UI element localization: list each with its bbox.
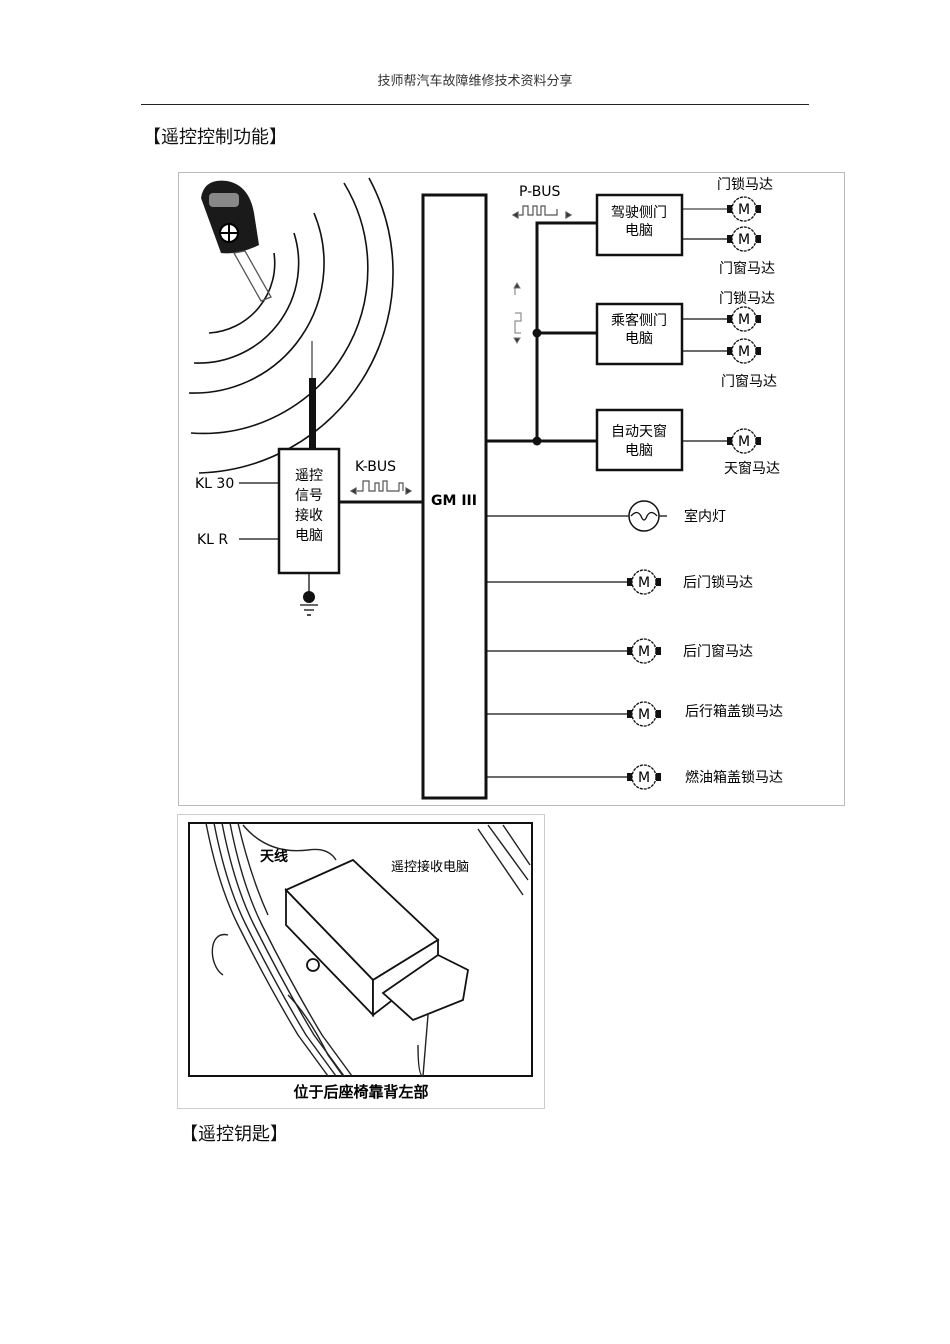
passenger-door-module-line: 乘客侧门 bbox=[611, 312, 667, 329]
receiver-module-line: 信号 bbox=[295, 488, 323, 504]
photo-caption: 位于后座椅靠背左部 bbox=[293, 1083, 428, 1101]
motor-icon: M bbox=[727, 196, 761, 222]
remote-key-icon bbox=[188, 177, 394, 474]
driver-door-module-box bbox=[595, 193, 684, 257]
sunroof-module-box bbox=[595, 408, 684, 472]
motor-icon: M bbox=[627, 569, 661, 595]
interior-lamp-label: 室内灯 bbox=[684, 508, 726, 525]
section-title-remote-key: 【遥控钥匙】 bbox=[180, 1124, 288, 1145]
rear-door-lock-motor-label: 后门锁马达 bbox=[683, 575, 753, 591]
antenna-label: 天线 bbox=[260, 848, 288, 865]
header-divider bbox=[141, 104, 809, 105]
remote-control-wiring-diagram: 遥控 信号 接收 电脑 KL 30 KL R K-BUS GM III P-BU… bbox=[178, 172, 845, 806]
p-bus-vertical-signal-icon bbox=[513, 282, 522, 344]
svg-text:M: M bbox=[638, 575, 650, 591]
motor-icon: M bbox=[627, 701, 661, 727]
motor-icon: M bbox=[727, 306, 761, 332]
svg-text:M: M bbox=[638, 707, 650, 723]
sunroof-module-line: 电脑 bbox=[625, 443, 653, 459]
receiver-module-line: 遥控 bbox=[295, 468, 323, 484]
svg-text:M: M bbox=[738, 344, 750, 360]
motor-icon: M bbox=[727, 338, 761, 364]
page-header: 技师帮汽车故障维修技术资料分享 bbox=[377, 74, 573, 89]
receiver-module-drawing bbox=[284, 858, 469, 1022]
svg-text:M: M bbox=[738, 434, 750, 450]
receiver-module-line: 接收 bbox=[295, 507, 323, 524]
motor-icon: M bbox=[727, 428, 761, 454]
motor-icon: M bbox=[627, 638, 661, 664]
passenger-door-module-box bbox=[595, 302, 684, 366]
door-lock-motor-label: 门锁马达 bbox=[719, 291, 775, 307]
door-lock-motor-label: 门锁马达 bbox=[717, 177, 773, 193]
sunroof-motor-label: 天窗马达 bbox=[724, 460, 780, 477]
gm3-label: GM III bbox=[431, 493, 477, 509]
klr-label: KL R bbox=[197, 532, 228, 548]
svg-text:M: M bbox=[638, 770, 650, 786]
svg-text:M: M bbox=[738, 202, 750, 218]
svg-text:M: M bbox=[638, 644, 650, 660]
rear-window-motor-label: 后门窗马达 bbox=[683, 643, 753, 660]
svg-text:M: M bbox=[738, 232, 750, 248]
window-motor-label: 门窗马达 bbox=[719, 260, 775, 277]
section-title-remote-control-function: 【遥控控制功能】 bbox=[143, 127, 287, 148]
driver-door-module-line: 电脑 bbox=[625, 223, 653, 239]
receiver-module-label: 遥控接收电脑 bbox=[391, 859, 469, 875]
svg-text:M: M bbox=[738, 312, 750, 328]
trunk-lock-motor-label: 后行箱盖锁马达 bbox=[685, 704, 783, 720]
p-bus-label: P-BUS bbox=[519, 184, 561, 200]
gm3-module-box bbox=[421, 193, 488, 800]
k-bus-signal-icon bbox=[349, 480, 413, 496]
kl30-label: KL 30 bbox=[195, 476, 234, 492]
receiver-module-line: 电脑 bbox=[295, 528, 323, 544]
sunroof-module-line: 自动天窗 bbox=[611, 423, 667, 440]
window-motor-label: 门窗马达 bbox=[721, 373, 777, 390]
passenger-door-module-line: 电脑 bbox=[625, 331, 653, 347]
k-bus-label: K-BUS bbox=[355, 459, 396, 475]
driver-door-module-line: 驾驶侧门 bbox=[611, 205, 667, 221]
receiver-location-illustration: 天线 遥控接收电脑 位于后座椅靠背左部 bbox=[177, 814, 545, 1109]
ground-icon bbox=[300, 573, 318, 616]
fuel-flap-lock-motor-label: 燃油箱盖锁马达 bbox=[685, 769, 783, 786]
receiver-module-box bbox=[277, 447, 341, 575]
motor-icon: M bbox=[627, 764, 661, 790]
lamp-icon bbox=[628, 500, 667, 532]
p-bus-signal-icon bbox=[511, 205, 573, 220]
motor-icon: M bbox=[727, 226, 761, 252]
